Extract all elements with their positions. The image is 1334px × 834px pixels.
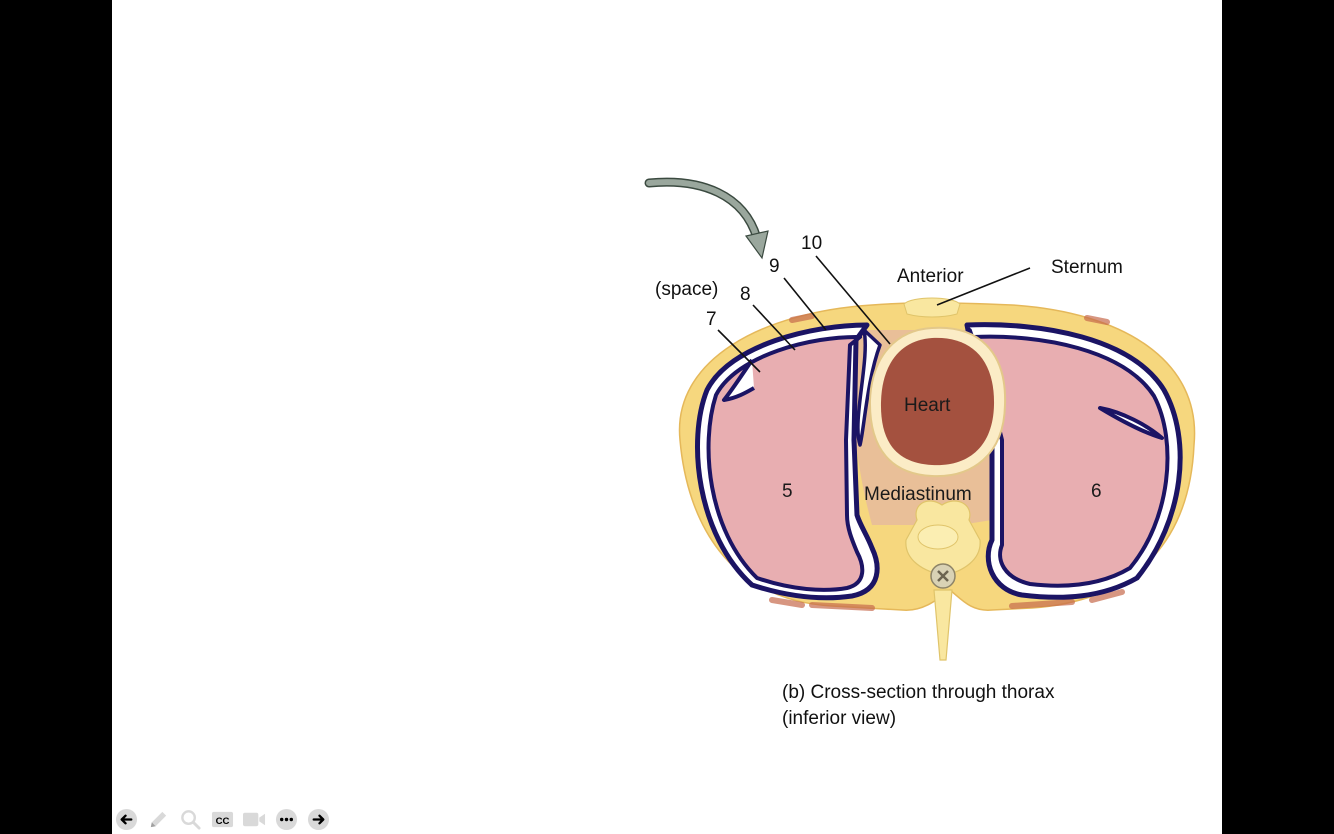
arrow-left-circle-icon [115, 808, 138, 830]
more-options-button[interactable] [274, 807, 299, 832]
magnifier-icon [181, 809, 201, 830]
pencil-icon [150, 811, 167, 827]
zoom-button[interactable] [178, 807, 203, 832]
pen-button[interactable] [146, 807, 171, 832]
sternum [903, 297, 961, 318]
label-anterior: Anterior [897, 266, 964, 287]
label-8: 8 [740, 284, 751, 305]
label-sternum: Sternum [1051, 257, 1123, 278]
arrow-right-circle-icon [307, 808, 330, 830]
video-camera-icon [243, 812, 266, 826]
svg-text:CC: CC [216, 815, 230, 826]
presentation-toolbar: CC [114, 806, 331, 832]
leader-lines [717, 255, 1031, 373]
label-5: 5 [782, 481, 793, 502]
label-heart: Heart [904, 395, 951, 416]
label-mediastinum: Mediastinum [864, 484, 972, 505]
closed-captions-icon: CC [211, 811, 234, 827]
thorax-cross-section-figure: 10 9 8 (space) 7 Anterior Sternum Heart … [644, 177, 1196, 661]
label-9: 9 [769, 256, 780, 277]
curved-arrow [644, 177, 769, 260]
slide-canvas: 10 9 8 (space) 7 Anterior Sternum Heart … [112, 0, 1222, 834]
camera-button[interactable] [242, 807, 267, 832]
label-10: 10 [801, 233, 822, 254]
left-pleural-cavity [695, 322, 882, 601]
caption-line-1: (b) Cross-section through thorax [782, 682, 1055, 703]
previous-slide-button[interactable] [114, 807, 139, 832]
captions-button[interactable]: CC [210, 807, 235, 832]
heart [868, 326, 1007, 478]
next-slide-button[interactable] [306, 807, 331, 832]
label-6: 6 [1091, 481, 1102, 502]
label-7: 7 [706, 309, 717, 330]
label-space: (space) [655, 279, 718, 300]
vertebra [905, 500, 981, 661]
more-dots-icon [275, 808, 298, 830]
caption-line-2: (inferior view) [782, 708, 897, 729]
figure-caption: (b) Cross-section through thorax (inferi… [782, 680, 1054, 732]
